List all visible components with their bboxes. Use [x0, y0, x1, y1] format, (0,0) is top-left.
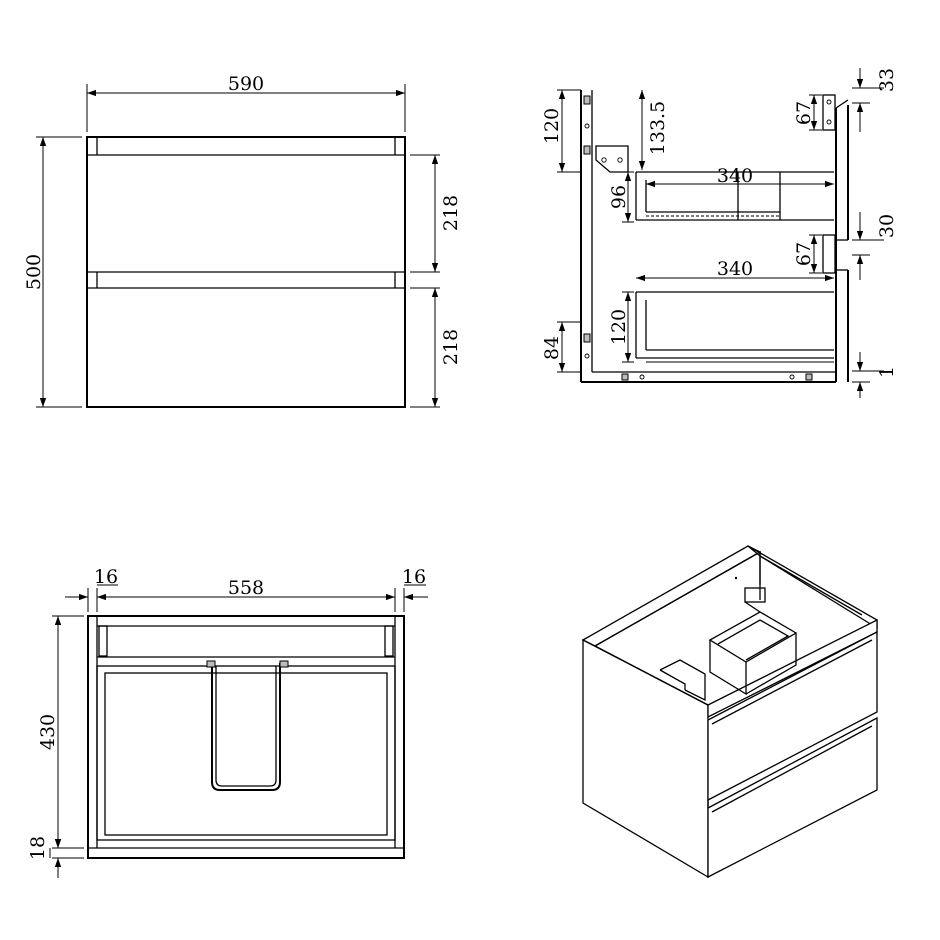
top-view: 16 558 16 430 18: [27, 566, 428, 878]
isometric-view: [581, 545, 878, 879]
top-inner-width-label: 558: [228, 577, 264, 599]
front-drawer-bottom-label: 218: [440, 329, 462, 365]
side-base-label: 84: [541, 336, 563, 360]
side-top-panel-label: 120: [541, 108, 563, 144]
front-drawer-top-label: 218: [440, 195, 462, 231]
side-rail-mid-label: 67: [793, 242, 815, 266]
front-width-label: 590: [228, 73, 264, 95]
side-gap-mid-label: 30: [876, 214, 898, 238]
side-rail-top-label: 67: [793, 101, 815, 125]
top-right-panel-label: 16: [402, 566, 426, 588]
side-drawer-depth-bottom-label: 340: [717, 258, 753, 280]
side-drawer-height-label: 96: [608, 185, 630, 209]
side-lower-drawer-label: 120: [608, 309, 630, 345]
top-back-label: 18: [27, 836, 49, 860]
side-base-gap-label: 1: [876, 366, 898, 378]
side-top-thickness-label: 33: [876, 68, 898, 92]
top-depth-label: 430: [37, 714, 59, 750]
side-depth-label: 133.5: [647, 101, 669, 155]
side-section-view: 120 133.5 96 340 340 120 84 67: [541, 68, 898, 398]
top-left-panel-label: 16: [94, 566, 118, 588]
front-view: 590 500 218 218: [23, 73, 462, 408]
front-height-label: 500: [23, 254, 45, 290]
side-drawer-depth-top-label: 340: [717, 165, 753, 187]
